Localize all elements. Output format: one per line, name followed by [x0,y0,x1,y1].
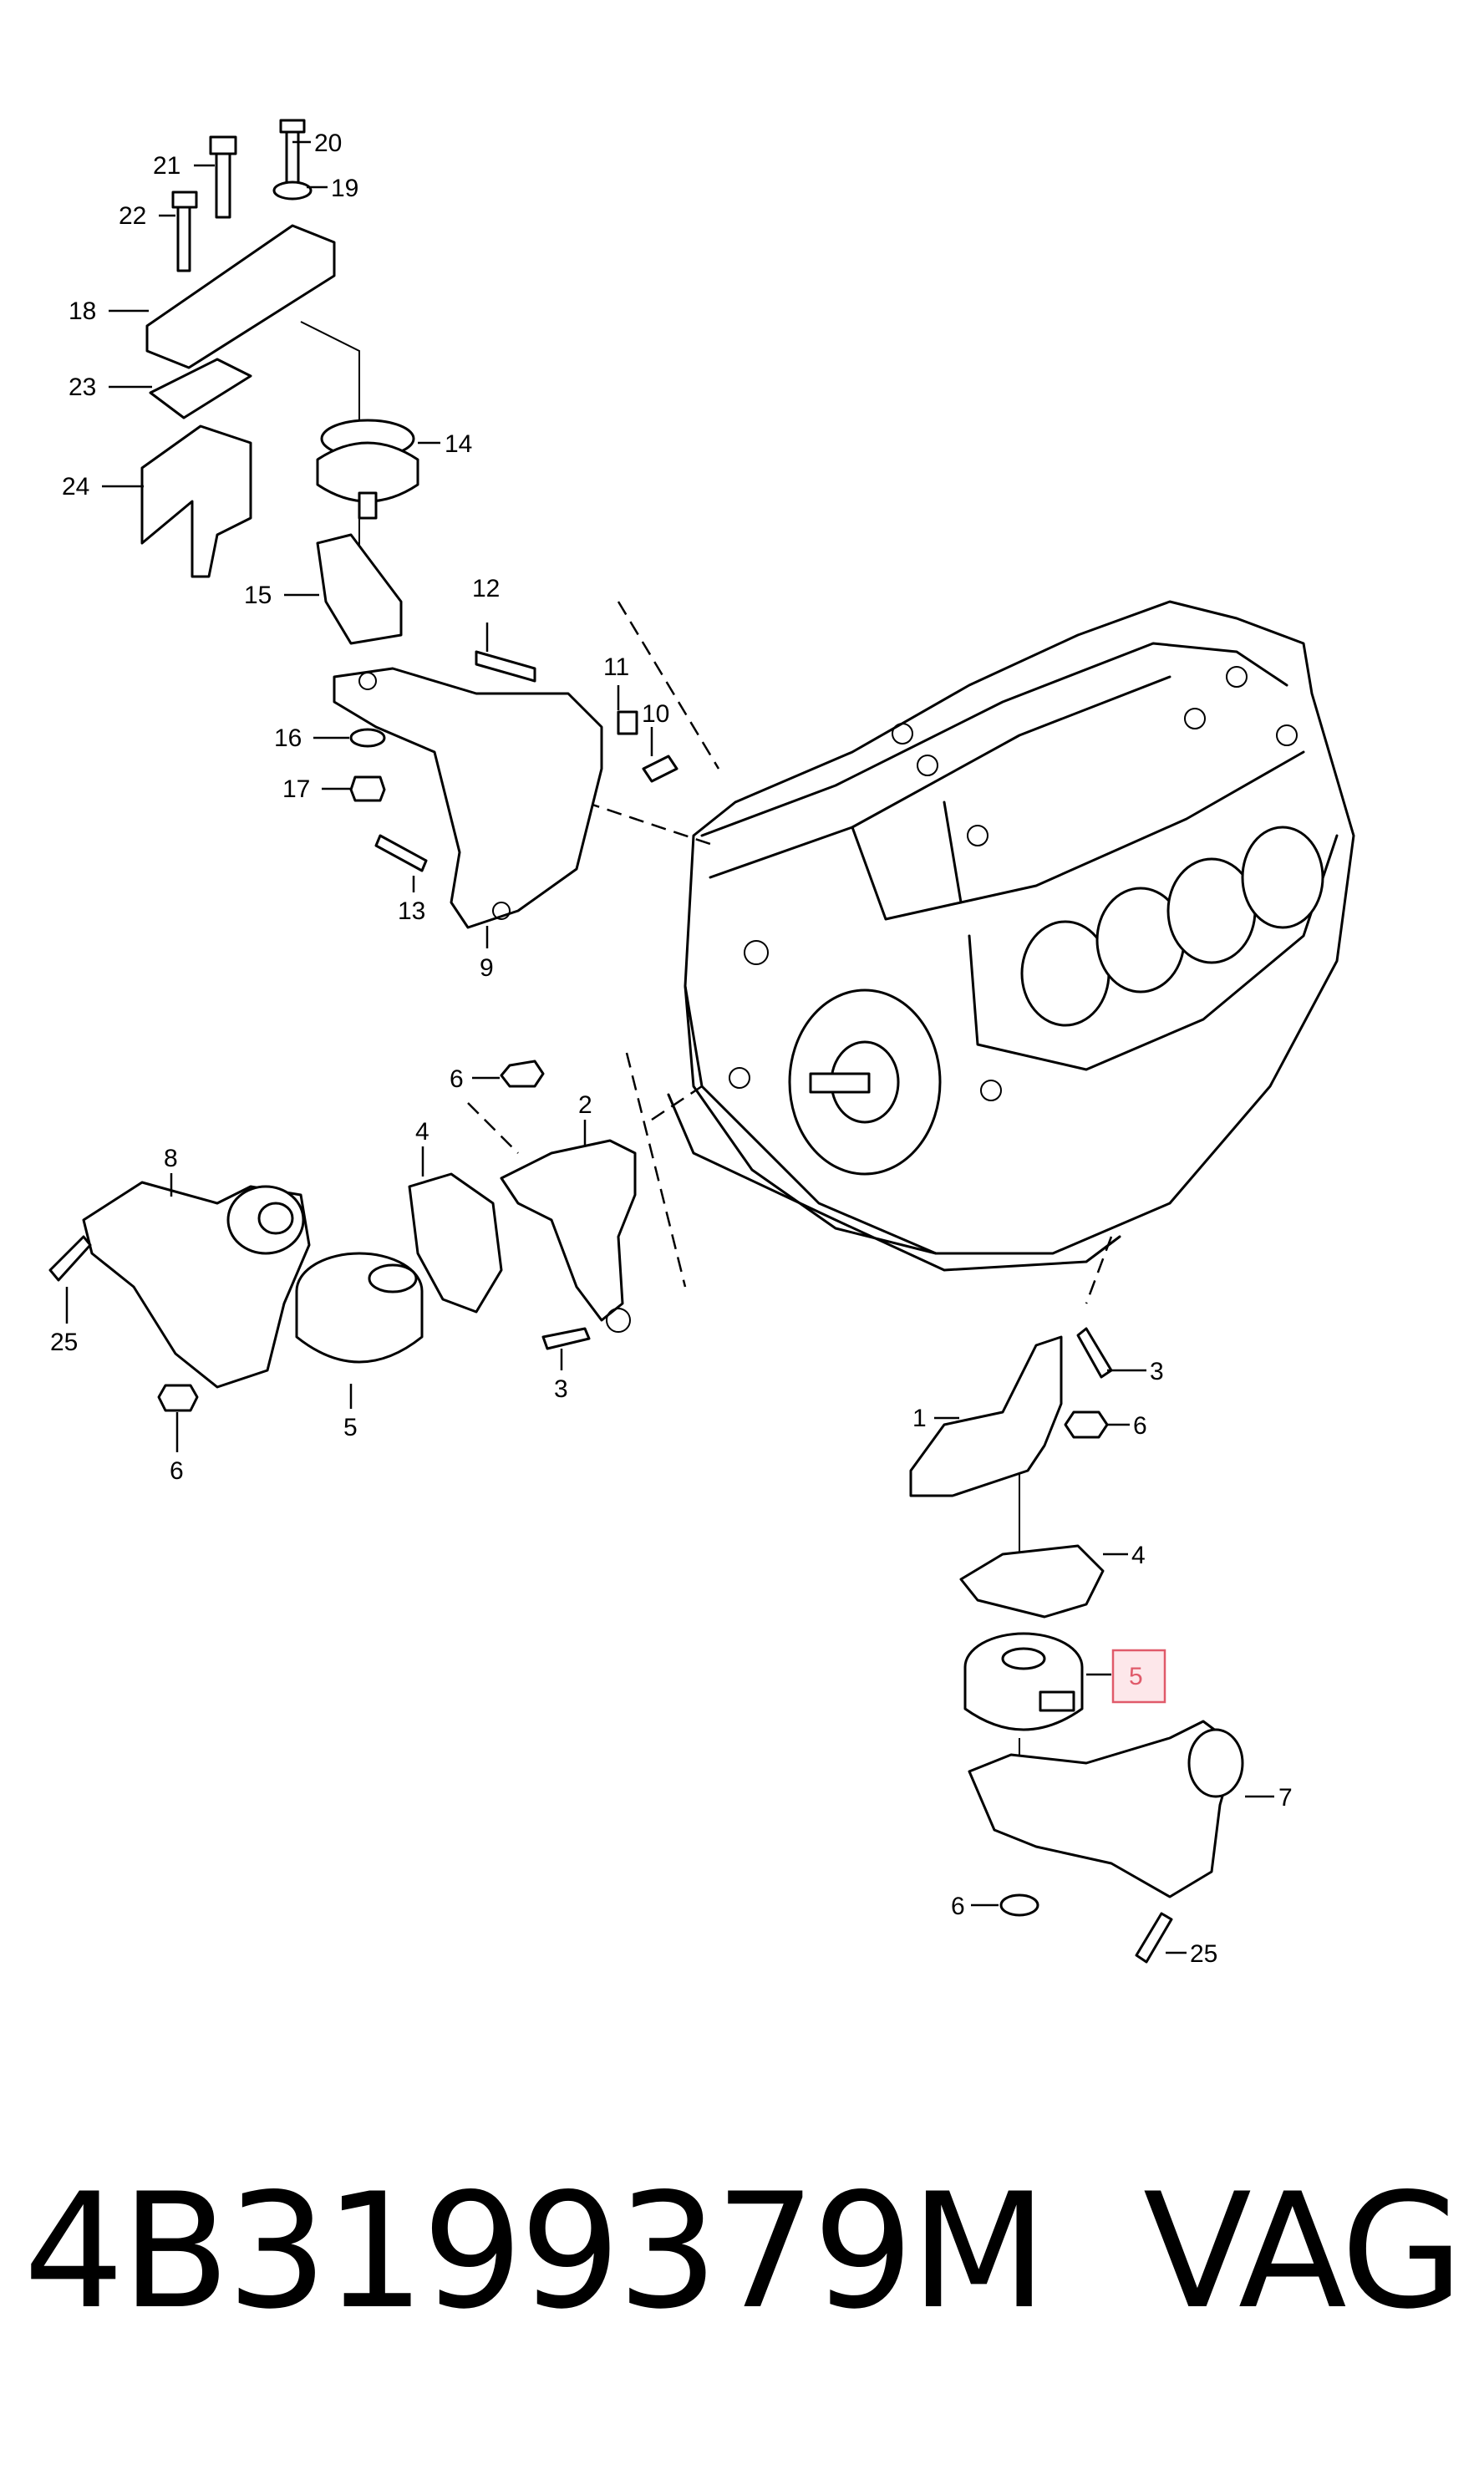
callout-6-right: 6 [1133,1412,1147,1440]
highlight-box [1111,1649,1166,1704]
callout-4-left: 4 [415,1118,429,1146]
callout-16: 16 [274,724,302,752]
callout-5-left: 5 [343,1414,358,1441]
part-number: 4B3199379M [23,2159,1047,2344]
left-lower-mount-group [48,1060,637,1412]
callout-24: 24 [62,473,89,501]
callout-25-right: 25 [1190,1940,1217,1968]
callout-14: 14 [445,430,472,458]
right-lower-mount-group [909,1327,1244,1964]
callout-4-right: 4 [1131,1542,1146,1569]
part-caption: 4B3199379M VAG [23,2173,1464,2331]
callout-21: 21 [153,152,180,180]
callout-20: 20 [314,130,342,157]
callout-13: 13 [398,897,425,925]
callout-17: 17 [282,775,310,803]
callout-15: 15 [244,582,272,609]
callout-25-left: 25 [50,1329,78,1356]
upper-bracket-group [140,119,678,929]
callout-12: 12 [472,575,500,602]
engine-mount-diagram: 20 19 21 22 18 23 24 14 15 12 11 10 16 1… [48,119,1355,1968]
callout-6-bottom: 6 [951,1893,965,1920]
callout-9: 9 [480,954,494,982]
callout-leaders [65,140,1274,1954]
callout-10: 10 [642,700,669,728]
callout-6-left: 6 [170,1457,184,1485]
callout-19: 19 [331,175,358,202]
engine-block [667,600,1355,1272]
callout-3-left: 3 [554,1375,568,1403]
callout-2: 2 [578,1091,592,1119]
brand-name: VAG [1143,2159,1464,2344]
callout-8: 8 [164,1145,178,1172]
callout-6-top: 6 [450,1065,464,1093]
callout-numbers: 20 19 21 22 18 23 24 14 15 12 11 10 16 1… [50,130,1293,1968]
callout-18: 18 [69,297,96,325]
callout-7: 7 [1278,1784,1293,1812]
callout-22: 22 [119,202,146,230]
callout-3-right: 3 [1150,1358,1164,1385]
callout-11: 11 [603,653,629,681]
callout-5-right: 5 [1129,1663,1143,1690]
callout-23: 23 [69,374,96,401]
callout-1: 1 [912,1405,927,1432]
